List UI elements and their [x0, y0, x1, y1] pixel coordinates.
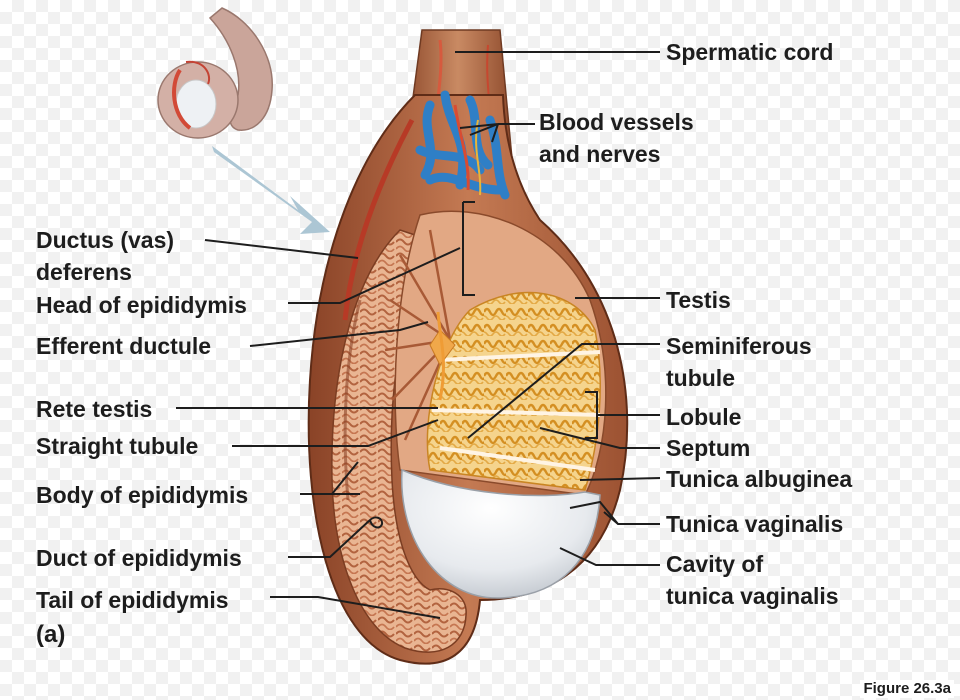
blood-vessels-nerves	[415, 90, 510, 200]
label-cavity-line1: Cavity of	[666, 551, 764, 577]
label-tunica-vaginalis: Tunica vaginalis	[666, 511, 844, 537]
label-body-of-epididymis: Body of epididymis	[36, 482, 249, 508]
pointer-arrow	[212, 146, 330, 234]
label-head-of-epididymis: Head of epididymis	[36, 292, 247, 318]
label-tunica-albuginea: Tunica albuginea	[666, 466, 853, 492]
label-blood-vessels-line1: Blood vessels	[539, 109, 694, 135]
label-ductus-line1: Ductus (vas)	[36, 227, 175, 253]
label-duct-of-epididymis: Duct of epididymis	[36, 545, 242, 571]
label-tail-of-epididymis: Tail of epididymis	[36, 587, 229, 613]
label-lobule: Lobule	[666, 404, 742, 430]
label-straight-tubule: Straight tubule	[36, 433, 199, 459]
figure-reference: Figure 26.3a	[860, 680, 954, 698]
head-bracket	[462, 201, 475, 296]
label-efferent-ductule: Efferent ductule	[36, 333, 212, 359]
tunica-vaginalis	[401, 468, 601, 599]
label-septum: Septum	[666, 435, 751, 461]
label-testis: Testis	[666, 287, 731, 313]
label-ductus-line2: deferens	[36, 259, 132, 285]
testis-interior	[384, 210, 607, 496]
label-spermatic-cord: Spermatic cord	[666, 39, 834, 65]
leader-lines	[176, 51, 661, 619]
panel-letter: (a)	[36, 621, 66, 648]
label-cavity-line2: tunica vaginalis	[666, 583, 839, 609]
label-seminiferous-line1: Seminiferous	[666, 333, 812, 359]
label-blood-vessels-line2: and nerves	[539, 141, 661, 167]
inset-overview-illustration	[157, 7, 273, 139]
label-rete-testis: Rete testis	[36, 396, 153, 422]
label-seminiferous-line2: tubule	[666, 365, 735, 391]
